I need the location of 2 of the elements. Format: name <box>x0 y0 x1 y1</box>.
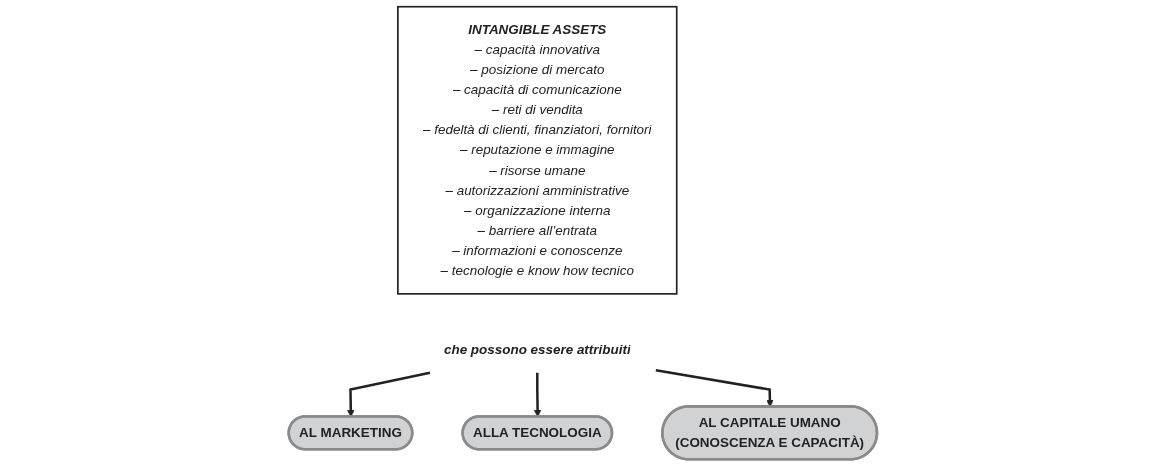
node-text: che possono essere attribuiti <box>444 342 631 357</box>
node-box: INTANGIBLE ASSETS – capacità innovativa – posizione di mercato – capacità di comunicazione – reti di vendita – fedeltà di clienti, finanziatori, fornitori – reputazione e immagine – risorse umane – autorizzazioni amministrative – organizzazione interna – barriere all’entrata – informazioni e conoscenze – tecnologie e know how tecnico <box>397 5 678 295</box>
